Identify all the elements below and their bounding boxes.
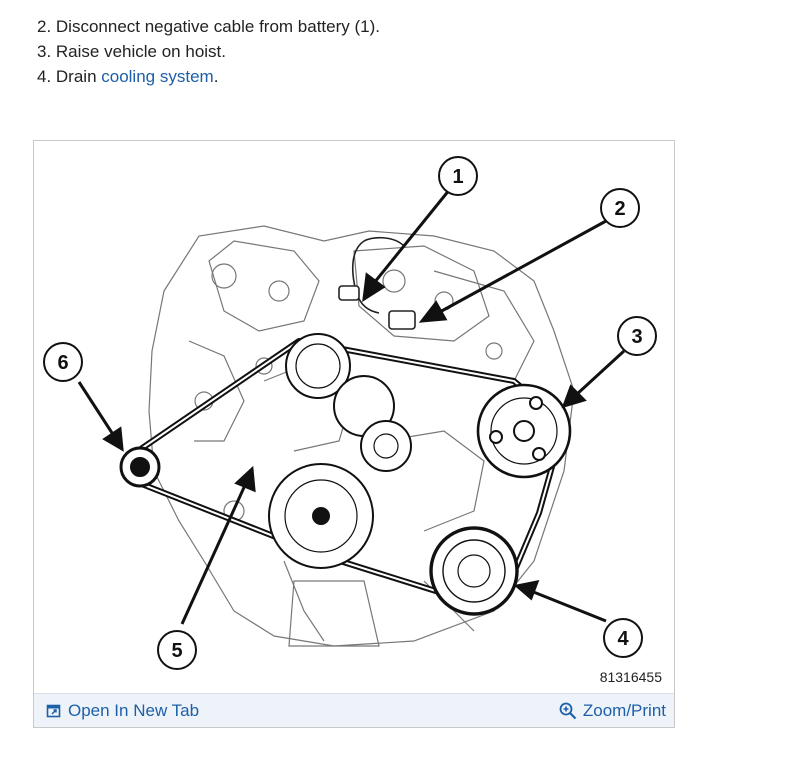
callout-1-label: 1 — [452, 166, 463, 188]
callout-4-badge — [603, 618, 643, 658]
step-2: 2. Disconnect negative cable from batter… — [37, 17, 380, 36]
callout-6-label: 6 — [57, 352, 68, 374]
step-4: 4. Drain cooling system. — [37, 64, 380, 89]
callout-6-badge — [43, 342, 83, 382]
step-4-prefix: 4. Drain — [37, 67, 102, 86]
callout-5-badge — [157, 630, 197, 670]
open-in-new-tab-button[interactable]: Open In New Tab — [46, 701, 199, 721]
callout-3-badge — [617, 316, 657, 356]
callout-4-label: 4 — [617, 628, 629, 650]
pulleys — [119, 333, 572, 616]
zoom-print-label: Zoom/Print — [582, 700, 666, 720]
step-4-suffix: . — [213, 67, 219, 86]
sensor-wiring — [338, 236, 416, 330]
zoom-icon — [559, 702, 577, 720]
figure-panel: 1 2 3 4 5 6 81316455 Open In New Tab — [33, 140, 675, 728]
callout-3-label: 3 — [631, 326, 642, 348]
callout-1-badge — [438, 156, 478, 196]
callout-2-badge — [600, 188, 640, 228]
callout-arrows — [77, 188, 626, 625]
cooling-system-link[interactable]: cooling system — [101, 67, 214, 86]
callout-2-label: 2 — [614, 198, 625, 220]
callout-badges — [43, 156, 657, 670]
figure-id: 81316455 — [599, 669, 662, 685]
figure-toolbar: Open In New Tab Zoom/Print — [34, 693, 674, 727]
open-in-new-tab-label: Open In New Tab — [68, 700, 200, 720]
step-3: 3. Raise vehicle on hoist. — [37, 42, 226, 61]
procedure-steps: 2. Disconnect negative cable from batter… — [37, 14, 380, 89]
engine-belt-diagram: 1 2 3 4 5 6 — [43, 156, 657, 670]
zoom-print-button[interactable]: Zoom/Print — [559, 701, 666, 721]
callout-5-label: 5 — [171, 640, 182, 662]
open-new-tab-icon — [46, 703, 62, 719]
